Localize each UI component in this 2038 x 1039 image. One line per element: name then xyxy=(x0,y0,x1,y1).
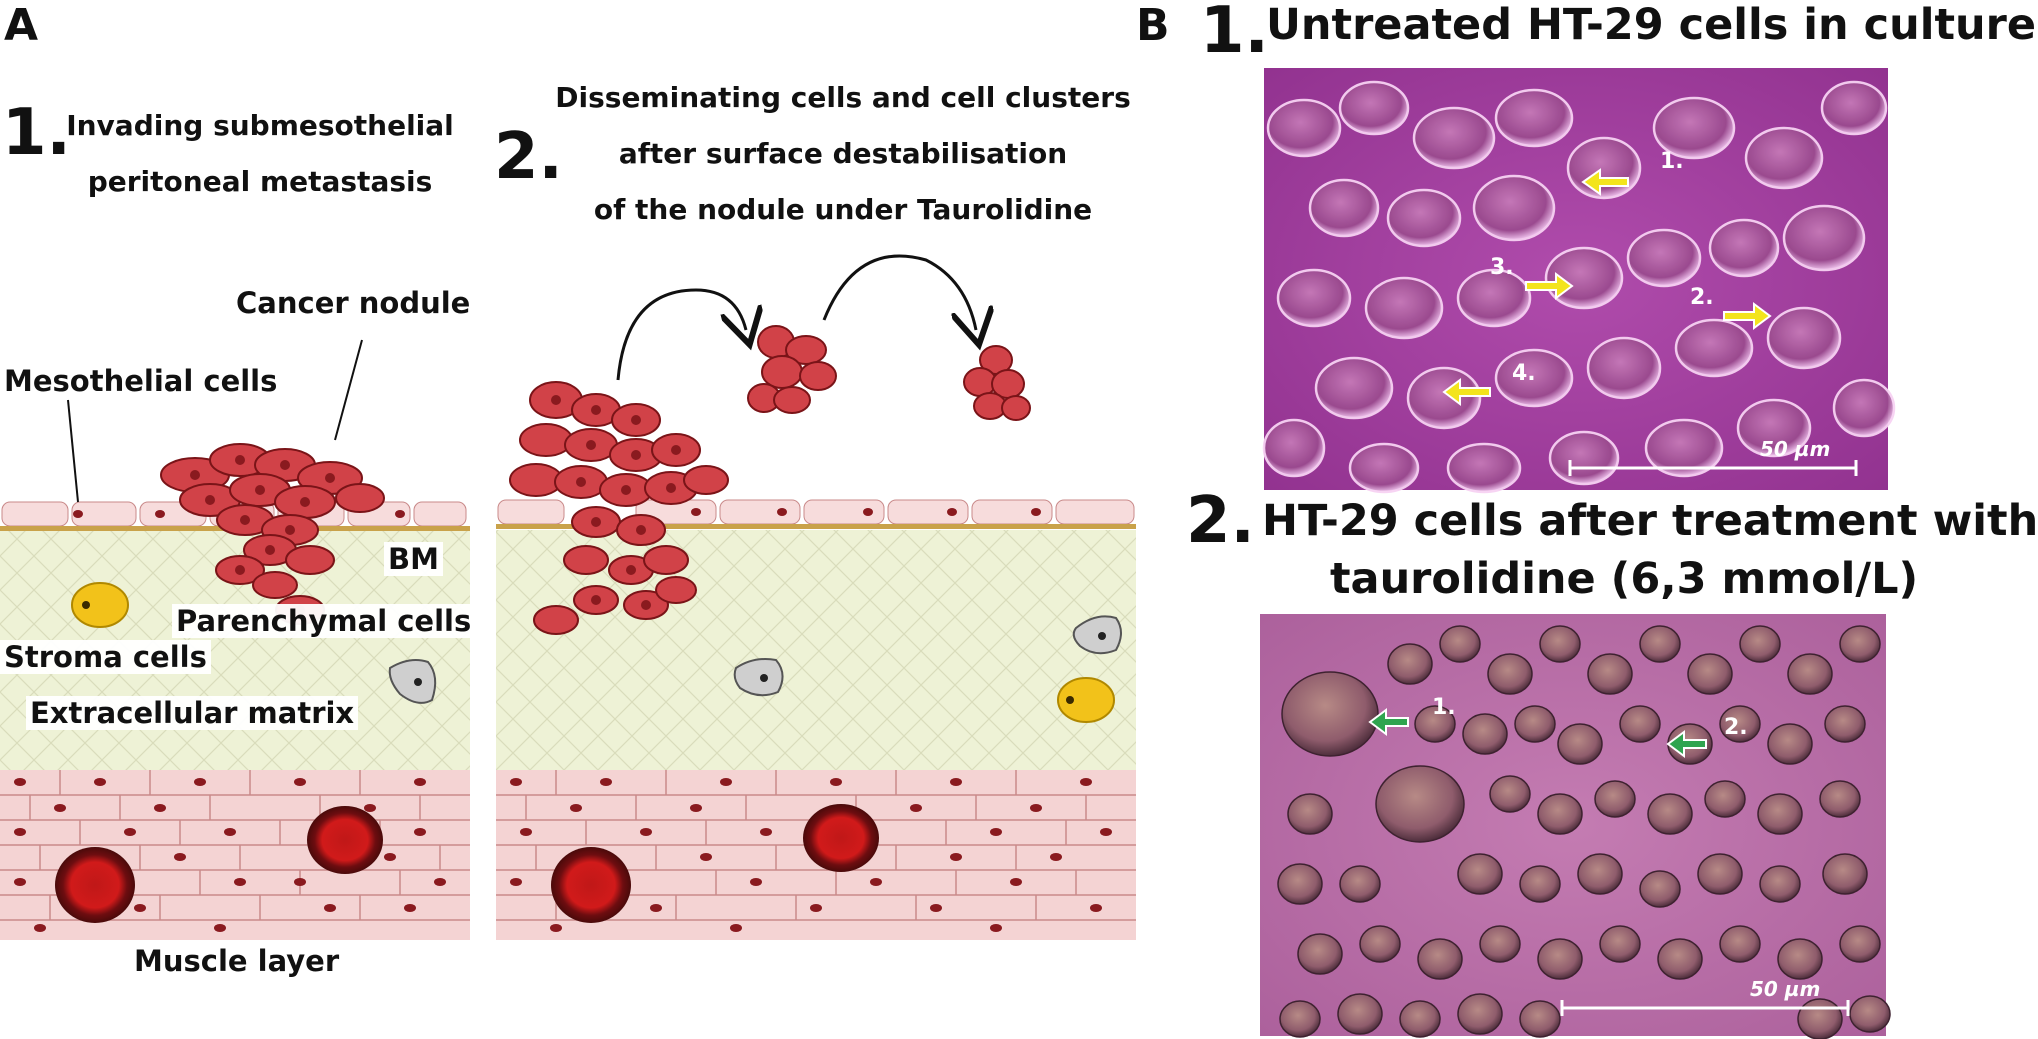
micrograph-untreated: 1. 2. 3. 4. 50 µm xyxy=(1262,68,1896,494)
arrow-2-indicator: 2. xyxy=(1666,715,1748,758)
tissue-diagram-2 xyxy=(496,254,1136,940)
scale-bar-1-label: 50 µm xyxy=(1760,437,1830,461)
step-1-caption-line2: peritoneal metastasis xyxy=(87,165,433,198)
dissemination-arrow xyxy=(822,254,976,330)
muscle-layer xyxy=(496,770,1136,940)
arrow-label-1: 1. xyxy=(1660,149,1684,174)
mesothelial-leader xyxy=(67,399,79,503)
blood-vessel xyxy=(55,847,135,923)
panel-a-letter: A xyxy=(4,0,39,51)
parenchymal-cell xyxy=(388,659,437,704)
arrow-label-2: 2. xyxy=(1724,715,1748,740)
step-1-caption-line1: Invading submesothelial xyxy=(66,109,454,142)
arrow-1-indicator: 1. xyxy=(1368,695,1456,736)
step-2-caption-line2: after surface destabilisation xyxy=(618,137,1068,170)
step-2-caption-line1: Disseminating cells and cell clusters xyxy=(555,81,1131,114)
image-2-title-line1: HT-29 cells after treatment with xyxy=(1262,496,2038,546)
stroma-cell xyxy=(1057,677,1115,723)
step-2-number: 2. xyxy=(494,120,563,194)
parenchymal-cell xyxy=(733,658,784,697)
label-stroma-cells: Stroma cells xyxy=(0,640,211,674)
disseminated-cluster xyxy=(747,325,837,414)
step-2-caption-line3: of the nodule under Taurolidine xyxy=(593,193,1093,226)
micrograph-taurolidine: 1. 2. 50 µm xyxy=(1260,614,1891,1039)
scale-bar-2-label: 50 µm xyxy=(1750,977,1820,1001)
blood-vessel xyxy=(551,847,631,923)
arrow-label-1: 1. xyxy=(1432,695,1456,720)
stroma-cell xyxy=(71,582,129,628)
image-1-title: Untreated HT-29 cells in culture xyxy=(1266,0,2036,50)
blood-vessel xyxy=(803,804,879,872)
parenchymal-cell xyxy=(1072,615,1122,655)
image-2-number: 2. xyxy=(1186,484,1255,558)
muscle-layer xyxy=(0,770,470,940)
step-1-number: 1. xyxy=(2,96,71,170)
label-bm: BM xyxy=(384,542,443,576)
blood-vessel xyxy=(307,806,383,874)
dissemination-arrow xyxy=(616,288,746,381)
cancer-nodule xyxy=(160,443,385,625)
label-mesothelial-cells: Mesothelial cells xyxy=(4,364,278,398)
label-extracellular-matrix: Extracellular matrix xyxy=(26,696,359,730)
cancer-nodule-leader xyxy=(334,339,363,441)
basement-membrane xyxy=(496,524,1136,529)
arrow-1-indicator: 1. xyxy=(1581,149,1684,196)
scale-bar-1: 50 µm xyxy=(1568,437,1858,476)
arrow-label-3: 3. xyxy=(1490,255,1514,280)
label-muscle-layer: Muscle layer xyxy=(134,944,340,978)
arrow-3-indicator: 3. xyxy=(1490,255,1574,300)
image-2-title-line2: taurolidine (6,3 mmol/L) xyxy=(1330,554,1919,604)
cancer-nodule xyxy=(509,381,729,635)
disseminated-cluster xyxy=(963,345,1031,421)
step-2-caption: Disseminating cells and cell clusters af… xyxy=(548,70,1138,238)
arrow-4-indicator: 4. xyxy=(1442,361,1536,406)
arrow-label-2: 2. xyxy=(1690,285,1714,310)
image-1-number: 1. xyxy=(1200,0,1269,68)
panel-b-letter: B xyxy=(1136,0,1170,51)
arrow-label-4: 4. xyxy=(1512,361,1536,386)
arrow-2-indicator: 2. xyxy=(1690,285,1772,330)
tissue-diagram-1 xyxy=(0,339,470,940)
label-cancer-nodule: Cancer nodule xyxy=(236,286,471,320)
label-parenchymal-cells: Parenchymal cells xyxy=(172,604,476,638)
scale-bar-2: 50 µm xyxy=(1560,977,1850,1016)
step-1-caption: Invading submesothelial peritoneal metas… xyxy=(60,98,460,210)
